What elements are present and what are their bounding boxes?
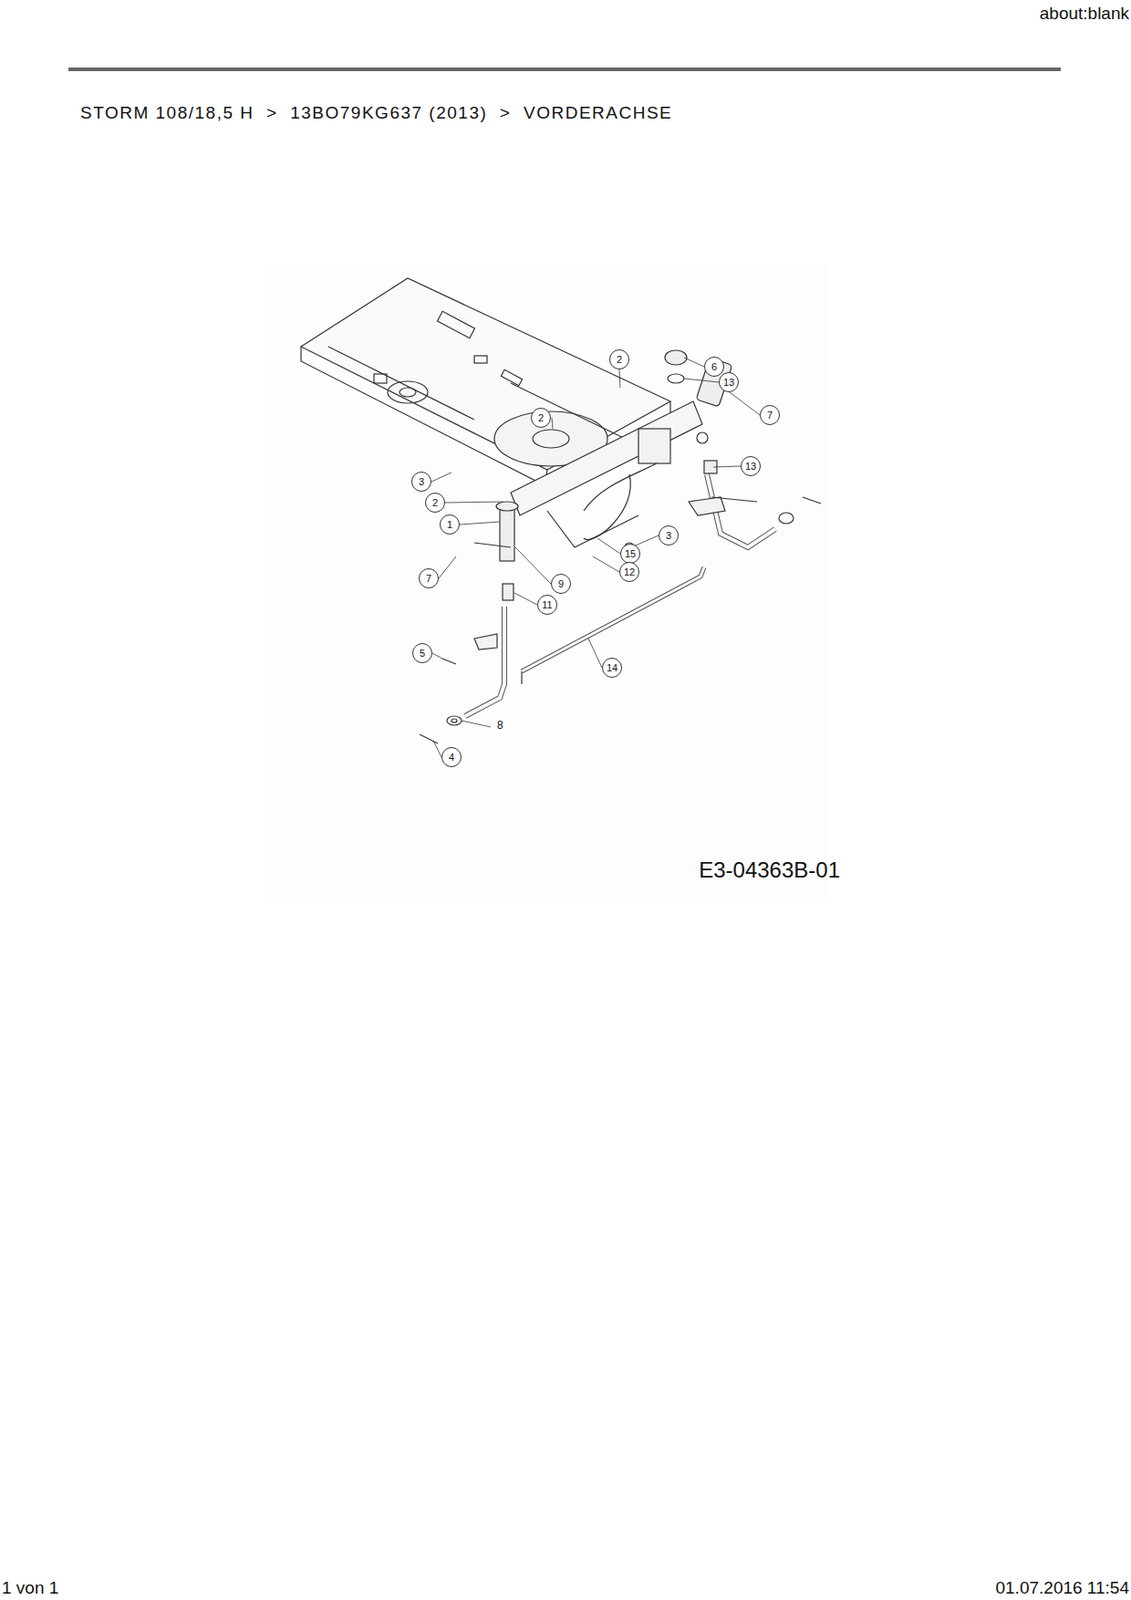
callout-circle: 11 [537,594,558,615]
callout-number: 2 [616,354,623,365]
callout-circle: 14 [601,657,623,678]
header-rule [68,69,1061,71]
callout-circle: 13 [718,372,739,393]
right-spindle [664,350,821,548]
callout-circle: 5 [412,643,433,664]
callout-number: 6 [711,362,717,373]
callout-circle: 15 [620,543,641,564]
callout-number: 8 [497,718,504,732]
callout-number: 3 [665,530,672,541]
front-axle [510,401,708,552]
callout-number: 15 [624,549,636,560]
callout-number: 5 [419,648,426,659]
callout-circle: 7 [759,404,780,426]
callout-circle: 1 [439,514,460,535]
callout-circle: 2 [530,407,551,428]
callout-circle: 9 [550,573,571,594]
leader-lines [431,357,760,758]
callout-circle: 2 [425,492,446,513]
callout-number: 4 [448,752,455,763]
callout-circle: 7 [418,568,439,589]
print-date: 01.07.2016 11:54 [995,1577,1130,1598]
callout-circle: 3 [658,525,679,546]
callout-circle: 13 [740,456,761,477]
callout-number: 7 [767,410,773,421]
browser-url: about:blank [1039,3,1130,24]
callout-number: 7 [425,573,432,584]
callout-circle: 4 [441,747,462,768]
callout-number: 13 [745,461,757,472]
callout-number: 1 [446,519,453,530]
callout-circle: 12 [619,561,640,582]
breadcrumb-title: STORM 108/18,5 H > 13BO79KG637 (2013) > … [80,103,673,124]
callout-number: 3 [418,477,425,488]
callout-circle: 2 [609,349,630,370]
callout-number: 12 [623,567,635,578]
callout-circle: 3 [411,471,432,492]
figure-ground [264,264,831,903]
callout-number: 13 [723,377,735,388]
callout-number: 2 [538,413,544,424]
callout-circle: 6 [704,356,725,377]
page-count: 1 von 1 [1,1577,59,1598]
left-spindle [419,501,519,744]
tie-rod [521,567,705,685]
callout-number: 14 [606,663,618,674]
callout-number: 9 [558,579,564,590]
drawing-number: E3-04363B-01 [698,857,841,883]
callout-number: 11 [541,600,552,611]
callout-number: 2 [432,498,438,509]
